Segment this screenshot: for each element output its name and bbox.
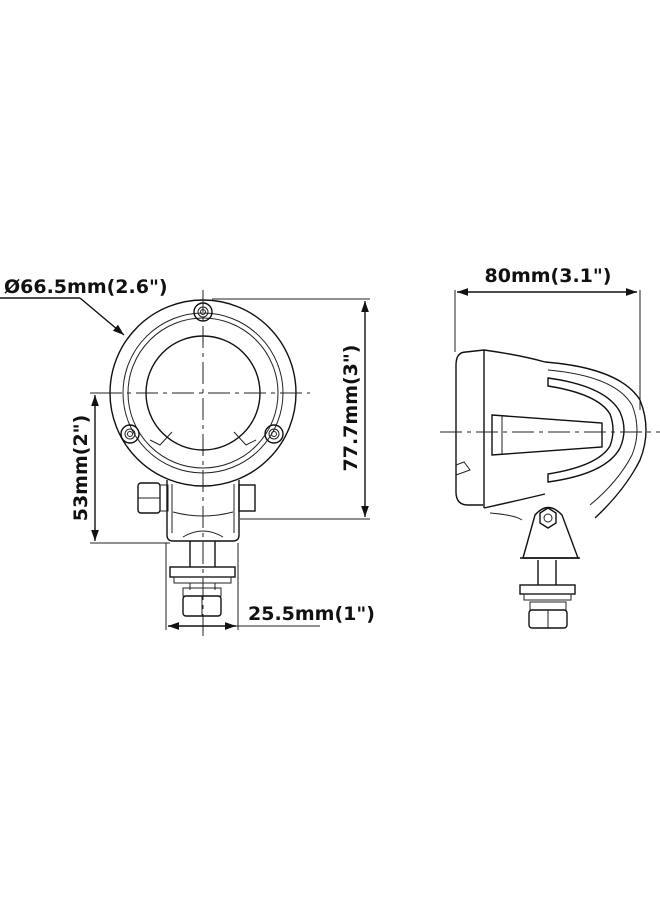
cooling-fin-center: [491, 414, 603, 456]
side-mount-bracket: [519, 506, 580, 629]
mount-bracket: [137, 480, 256, 617]
pivot-nut-icon: [539, 507, 557, 529]
diameter-leader-arrow: [79, 297, 125, 336]
height-dimension-label: 77.7mm(3"): [340, 345, 362, 472]
side-view: 80mm(3.1"): [440, 265, 660, 629]
side-washer: [519, 584, 576, 595]
housing-shell: [544, 361, 647, 519]
front-clip: [455, 461, 471, 476]
pivot-nut: [238, 484, 256, 512]
cooling-fin-u: [547, 377, 625, 483]
diameter-dimension-label: Ø66.5mm(2.6"): [4, 276, 168, 298]
front-bezel: [455, 351, 483, 506]
bezel-notch-left: [149, 431, 173, 446]
bezel-notch-right: [233, 431, 257, 446]
screw-icon: [264, 424, 284, 444]
screw-icon: [120, 424, 140, 444]
center-height-dimension-label: 53mm(2"): [70, 415, 92, 522]
depth-dimension-label: 80mm(3.1"): [485, 265, 612, 287]
front-view: Ø66.5mm(2.6") 77.7mm(3") 53mm(2") 25.5mm…: [0, 276, 375, 640]
bracket-width-dimension-label: 25.5mm(1"): [248, 603, 375, 625]
